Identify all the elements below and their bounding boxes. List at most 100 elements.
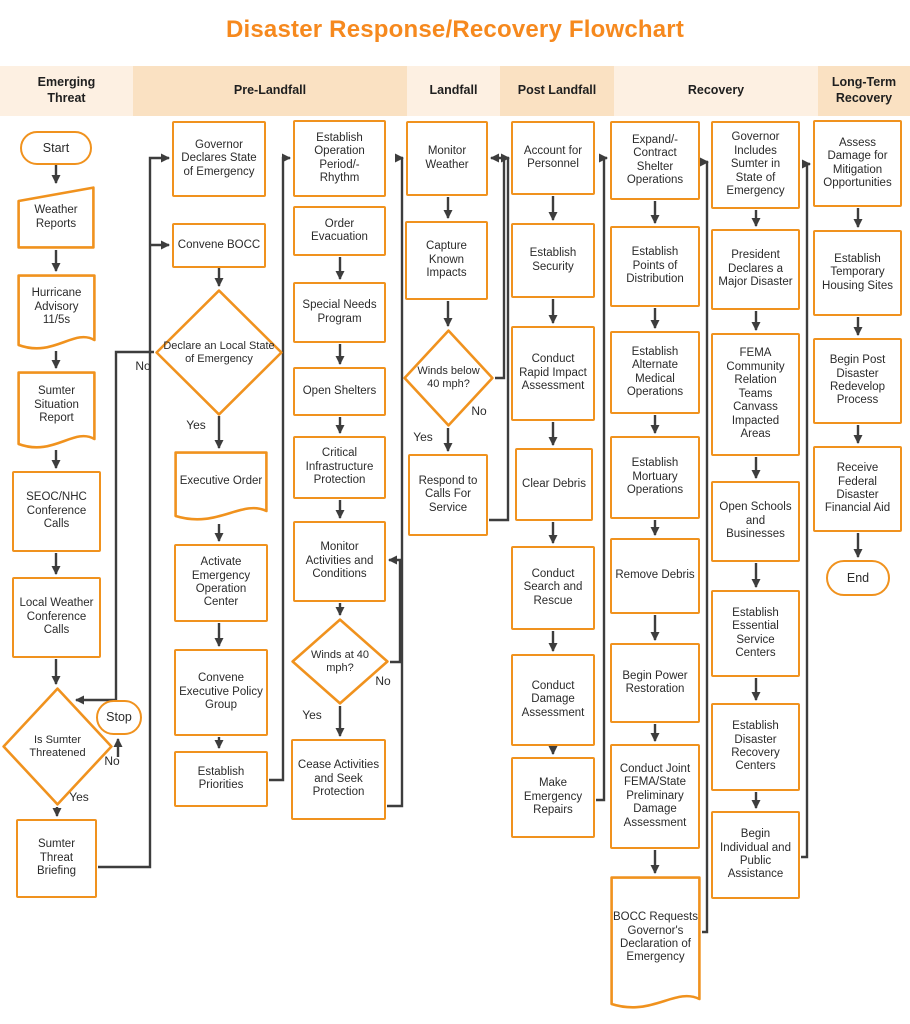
node-hurricane-advisory: Hurricane Advisory 11/5s — [17, 274, 96, 354]
node-critical-infrastructure-protection: Critical Infrastructure Protection — [293, 436, 386, 499]
node-label: Cease Activities and Seek Protection — [297, 759, 380, 799]
node-winds-at-40-mph: Winds at 40 mph? — [291, 618, 389, 705]
node-start: Start — [20, 131, 92, 165]
node-account-for-personnel: Account for Personnel — [511, 121, 595, 195]
node-label: BOCC Requests Governor's Declaration of … — [613, 911, 699, 964]
connector-establish-priorities-to-establish-operation-period-rhythm — [269, 153, 291, 782]
lane-label: Emerging Threat — [37, 75, 96, 105]
node-label: Activate Emergency Operation Center — [191, 556, 251, 609]
node-begin-post-disaster-redevelop: Begin Post Disaster Redevelop Process — [813, 338, 902, 424]
node-clear-debris: Clear Debris — [515, 448, 593, 521]
node-monitor-weather: Monitor Weather — [406, 121, 488, 196]
node-executive-order: Executive Order — [174, 451, 268, 525]
lane-label: Recovery — [687, 83, 745, 98]
node-expand-contract-shelter-operations: Expand/- Contract Shelter Operations — [610, 121, 700, 200]
connector-bocc-requests-declaration-to-governor-includes-sumter — [700, 157, 709, 934]
node-seoc-nhc-conference-calls: SEOC/NHC Conference Calls — [12, 471, 101, 552]
node-weather-reports: Weather Reports — [17, 186, 95, 249]
node-bocc-requests-declaration: BOCC Requests Governor's Declaration of … — [610, 876, 701, 1013]
node-label: Winds below 40 mph? — [417, 365, 480, 390]
node-open-shelters: Open Shelters — [293, 367, 386, 416]
branch-label-yes: Yes — [302, 708, 322, 722]
node-winds-below-40-mph: Winds below 40 mph? — [403, 329, 494, 427]
node-label: Begin Individual and Public Assistance — [720, 828, 791, 881]
node-establish-security: Establish Security — [511, 223, 595, 298]
node-stop: Stop — [96, 700, 142, 735]
node-label: Establish Security — [529, 247, 577, 273]
node-label: FEMA Community Relation Teams Canvass Im… — [726, 347, 785, 441]
node-cease-activities-and-seek-protection: Cease Activities and Seek Protection — [291, 739, 386, 820]
node-label: Clear Debris — [522, 477, 586, 490]
node-end: End — [826, 560, 890, 596]
node-label: Open Schools and Businesses — [719, 501, 792, 541]
node-open-schools-and-businesses: Open Schools and Businesses — [711, 481, 800, 562]
lane-label: Pre-Landfall — [233, 83, 307, 98]
lane-header-post-landfall: Post Landfall — [500, 66, 614, 116]
node-monitor-activities-and-conditions: Monitor Activities and Conditions — [293, 521, 386, 602]
node-remove-debris: Remove Debris — [610, 538, 700, 614]
branch-label-yes: Yes — [69, 790, 89, 804]
node-conduct-damage-assessment: Conduct Damage Assessment — [511, 654, 595, 746]
node-label: Convene Executive Policy Group — [179, 672, 263, 712]
node-local-weather-conference-calls: Local Weather Conference Calls — [12, 577, 101, 658]
page-title: Disaster Response/Recovery Flowchart — [225, 16, 685, 43]
lane-header-pre-landfall: Pre-Landfall — [133, 66, 407, 116]
connector-winds-at-40-mph-to-monitor-activities-and-conditions — [388, 555, 402, 664]
node-president-declares-major-disaster: President Declares a Major Disaster — [711, 229, 800, 310]
node-label: Winds at 40 mph? — [310, 648, 370, 674]
branch-label-no: No — [375, 674, 391, 688]
node-label: Order Evacuation — [311, 217, 368, 243]
node-label: Establish Temporary Housing Sites — [822, 252, 893, 292]
node-label: Monitor Activities and Conditions — [305, 541, 374, 581]
lane-header-recovery: Recovery — [614, 66, 818, 116]
node-label: Declare an Local State of Emergency — [163, 339, 275, 365]
node-label: Begin Post Disaster Redevelop Process — [829, 354, 886, 407]
node-establish-priorities: Establish Priorities — [174, 751, 268, 807]
lane-label: Long-Term Recovery — [831, 75, 897, 105]
node-assess-damage-mitigation: Assess Damage for Mitigation Opportuniti… — [813, 120, 902, 207]
lane-header-long-term-recovery: Long-Term Recovery — [818, 66, 910, 116]
node-respond-to-calls-for-service: Respond to Calls For Service — [408, 454, 488, 536]
node-conduct-joint-fema-state-pda: Conduct Joint FEMA/State Preliminary Dam… — [610, 744, 700, 849]
node-label: Receive Federal Disaster Financial Aid — [824, 462, 891, 515]
connector-make-emergency-repairs-to-expand-contract-shelter-operations — [596, 153, 608, 802]
node-label: Make Emergency Repairs — [523, 777, 583, 817]
node-label: Convene BOCC — [177, 238, 261, 251]
node-label: Is Sumter Threatened — [29, 733, 86, 759]
node-label: SEOC/NHC Conference Calls — [26, 491, 87, 531]
node-label: Capture Known Impacts — [426, 240, 467, 280]
branch-label-yes: Yes — [413, 430, 433, 444]
node-governor-includes-sumter: Governor Includes Sumter in State of Eme… — [711, 121, 800, 209]
node-is-sumter-threatened: Is Sumter Threatened — [2, 687, 113, 806]
node-label: Conduct Damage Assessment — [521, 679, 585, 719]
node-label: President Declares a Major Disaster — [718, 249, 793, 289]
lane-header-landfall: Landfall — [407, 66, 500, 116]
node-receive-federal-disaster-aid: Receive Federal Disaster Financial Aid — [813, 446, 902, 532]
node-label: Hurricane Advisory 11/5s — [31, 287, 82, 327]
node-establish-operation-period-rhythm: Establish Operation Period/- Rhythm — [293, 120, 386, 197]
connector-cease-activities-and-seek-protection-to-monitor-weather — [387, 153, 404, 808]
node-label: Governor Includes Sumter in State of Eme… — [726, 131, 785, 198]
node-establish-disaster-recovery-centers: Establish Disaster Recovery Centers — [711, 703, 800, 791]
node-establish-essential-service-centers: Establish Essential Service Centers — [711, 590, 800, 677]
node-label: Expand/- Contract Shelter Operations — [626, 133, 684, 186]
node-label: End — [846, 570, 870, 585]
node-label: Establish Priorities — [197, 765, 245, 791]
node-label: Conduct Rapid Impact Assessment — [519, 353, 587, 393]
node-label: Establish Operation Period/- Rhythm — [314, 131, 365, 184]
node-conduct-rapid-impact-assessment: Conduct Rapid Impact Assessment — [511, 326, 595, 421]
node-establish-points-of-distribution: Establish Points of Distribution — [610, 226, 700, 307]
node-label: Account for Personnel — [523, 144, 583, 170]
node-activate-emergency-operation-center: Activate Emergency Operation Center — [174, 544, 268, 622]
node-label: Start — [42, 140, 70, 155]
connector-declare-local-state-of-emergency-to-is-sumter-threatened — [75, 350, 154, 705]
node-label: Conduct Joint FEMA/State Preliminary Dam… — [619, 762, 691, 829]
lane-label: Post Landfall — [517, 83, 597, 98]
connector-respond-to-calls-for-service-to-account-for-personnel — [489, 153, 510, 522]
node-establish-alternate-medical-operations: Establish Alternate Medical Operations — [610, 331, 700, 414]
node-label: Begin Power Restoration — [622, 669, 688, 695]
node-label: Establish Mortuary Operations — [626, 457, 684, 497]
node-governor-declares-state-of-emergency: Governor Declares State of Emergency — [172, 121, 266, 197]
node-convene-bocc: Convene BOCC — [172, 223, 266, 268]
